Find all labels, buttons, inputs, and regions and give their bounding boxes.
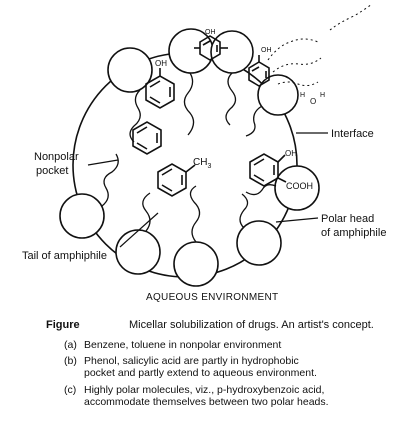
polar-head	[236, 220, 282, 266]
polar-head-label: Polar head of amphiphile	[321, 213, 386, 239]
tail	[129, 89, 141, 143]
item-marker: (a)	[64, 339, 77, 351]
salicylic-cooh-label: COOH	[286, 181, 313, 191]
polar-oh-label-top: OH	[205, 29, 216, 36]
polar-head-leader	[275, 217, 319, 223]
tail	[225, 72, 237, 126]
polar-head	[274, 165, 320, 211]
item-marker: (b)	[64, 355, 77, 367]
item-text: accommodate themselves between two polar…	[84, 396, 329, 408]
tail-label: Tail of amphiphile	[22, 250, 107, 262]
polar-head	[107, 47, 153, 93]
toluene-molecule	[157, 163, 196, 197]
tail	[245, 105, 263, 137]
nonpolar-leader	[87, 159, 119, 166]
tail	[183, 72, 195, 136]
ch3-label: CH3	[193, 157, 211, 170]
water-h-label: H	[320, 92, 325, 99]
p-hydroxybenzoic-acid-molecule	[194, 35, 228, 61]
item-text: pocket and partly extend to aqueous envi…	[84, 367, 317, 379]
polar-molecule-right	[248, 55, 270, 87]
figure-label: Figure	[46, 319, 80, 331]
item-text: Highly polar molecules, viz., p-hydroxyb…	[84, 384, 325, 396]
item-text: Phenol, salicylic acid are partly in hyd…	[84, 355, 299, 367]
phenol-molecule	[145, 68, 175, 109]
caption-item-b: (b) Phenol, salicylic acid are partly in …	[64, 355, 317, 379]
tail	[239, 193, 249, 229]
aqueous-environment-title: AQUEOUS ENVIRONMENT	[146, 292, 279, 303]
water-o-label: O	[310, 97, 316, 106]
caption-item-c: (c) Highly polar molecules, viz., p-hydro…	[64, 384, 329, 408]
figure-caption: Micellar solubilization of drugs. An art…	[129, 319, 374, 331]
amphiphile-tails	[101, 72, 277, 243]
polar-head	[59, 193, 105, 239]
phenol-oh-label: OH	[155, 59, 167, 68]
polar-head	[257, 74, 299, 116]
water-network	[267, 3, 373, 87]
benzene-molecule	[132, 121, 162, 155]
micelle-diagram: Interface Nonpolar pocket Polar head of …	[22, 3, 386, 287]
polar-head	[115, 229, 161, 275]
polar-head	[173, 241, 219, 287]
tail	[101, 153, 119, 207]
nonpolar-pocket-label: Nonpolar pocket	[34, 151, 82, 177]
caption-item-a: (a) Benzene, toluene in nonpolar environm…	[64, 339, 281, 351]
tail	[189, 185, 201, 243]
salicylic-acid-molecule	[249, 153, 287, 187]
tail	[142, 192, 151, 232]
polar-oh-label-right: OH	[261, 47, 272, 54]
salicylic-oh-label: OH	[285, 149, 297, 158]
polar-heads	[59, 28, 320, 287]
item-marker: (c)	[64, 384, 77, 396]
tail	[245, 184, 277, 196]
water-h-label: H	[300, 92, 305, 99]
item-text: Benzene, toluene in nonpolar environment	[84, 339, 282, 351]
tail-leader	[119, 212, 159, 248]
interface-label: Interface	[331, 128, 374, 140]
